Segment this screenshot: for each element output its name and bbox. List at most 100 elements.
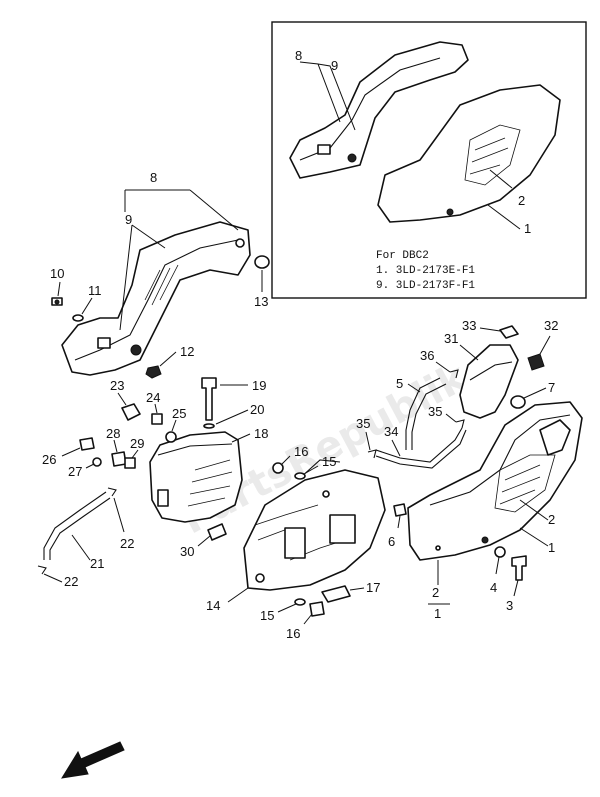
leader-30: [197, 535, 211, 547]
callout-15-top: 15: [322, 454, 336, 469]
leader-34: [391, 439, 401, 457]
callout-19: 19: [252, 378, 266, 393]
inset-callout-8: 8: [295, 48, 302, 63]
callout-7: 7: [548, 380, 555, 395]
inset-leader-2: [489, 169, 513, 189]
left-cover-bracket: [97, 337, 111, 349]
leader-8: [124, 189, 239, 231]
front-arrow-icon: [61, 741, 125, 779]
inset-cover-1-hatch: [469, 137, 509, 175]
leader-31: [459, 344, 479, 361]
right-cover-inner-edge: [429, 414, 571, 506]
reservoir-31-edge: [469, 361, 513, 381]
inset-side-cover-9: [289, 41, 469, 179]
leader-29: [131, 449, 139, 459]
callout-11: 11: [88, 283, 102, 298]
screw-3: [511, 555, 527, 581]
callout-16-bottom: 16: [286, 626, 300, 641]
battery-box-hole: [255, 573, 265, 583]
leader-22b: [43, 573, 63, 583]
hose-34: [375, 427, 463, 463]
inset-cover-1-panel: [464, 124, 521, 186]
callout-4: 4: [490, 580, 497, 595]
cap-32: [527, 353, 545, 371]
leader-7: [523, 387, 547, 399]
left-side-cover-assembly: 13 8 9 10 11 12: [50, 170, 270, 379]
leader-5: [407, 383, 421, 393]
right-side-cover-assembly: 31 32 33 36 5 34 35 35: [356, 318, 583, 621]
right-cover-hatch: [499, 464, 541, 505]
leader-23: [117, 392, 127, 406]
hose-34-edge: [375, 429, 467, 469]
clip-30: [207, 523, 227, 541]
callout-14: 14: [206, 598, 220, 613]
right-side-cover: [407, 401, 583, 561]
stay-17: [321, 585, 351, 603]
leader-15-bottom: [277, 603, 297, 613]
battery-box-bracket: [243, 469, 386, 591]
clip-22b: [37, 565, 47, 575]
leader-21: [71, 534, 91, 561]
right-cover-louvre: [539, 419, 571, 456]
hose-5-edge: [411, 383, 447, 450]
oil-tank-outlet: [157, 489, 169, 507]
washer-15-bottom: [294, 598, 306, 606]
grommet-13: [254, 255, 270, 269]
cap-33: [499, 325, 519, 339]
callout-17: 17: [366, 580, 380, 595]
inset-leader-1: [487, 204, 521, 230]
callout-2-right: 2: [548, 512, 555, 527]
inset-side-cover-1: [377, 84, 561, 223]
callout-1-stack: 1: [434, 606, 441, 621]
leader-32: [539, 335, 551, 355]
inset-frame: [271, 21, 587, 299]
leader-6: [397, 515, 401, 529]
hose-5: [405, 377, 441, 450]
leader-3: [513, 579, 519, 597]
leader-16-top: [281, 455, 291, 465]
washer-11: [72, 314, 84, 322]
nut-12: [145, 365, 162, 379]
inset-callout-2: 2: [518, 193, 525, 208]
gasket-29: [124, 457, 136, 469]
clip-36: [449, 369, 459, 379]
washer-15-top: [294, 472, 306, 480]
leader-14: [227, 587, 249, 603]
leader-28: [113, 439, 118, 453]
callout-20: 20: [250, 402, 264, 417]
left-side-cover: [61, 221, 251, 376]
leader-35a: [365, 431, 371, 451]
battery-box-hole-2: [322, 490, 330, 498]
callout-15-bottom: 15: [260, 608, 274, 623]
leader-25: [171, 419, 177, 432]
callout-25: 25: [172, 406, 186, 421]
leader-22a: [113, 497, 125, 533]
washer-25: [165, 431, 177, 443]
leader-36: [435, 361, 451, 373]
callout-3: 3: [506, 598, 513, 613]
battery-box-slot: [284, 527, 306, 559]
inset-cover-1-hole: [446, 208, 454, 216]
inset-note-line-1: 1. 3LD-2173E-F1: [376, 265, 475, 277]
callout-36: 36: [420, 348, 434, 363]
callout-10: 10: [50, 266, 64, 281]
oil-tank-top-edge: [157, 443, 233, 456]
callout-32: 32: [544, 318, 558, 333]
washer-4: [494, 546, 506, 558]
callout-28: 28: [106, 426, 120, 441]
callout-12: 12: [180, 344, 194, 359]
inset-bracket: [317, 144, 331, 155]
right-cover-panel: [494, 454, 556, 513]
bolt-16-bottom: [309, 601, 325, 617]
leader-20: [215, 409, 249, 425]
callout-24: 24: [146, 390, 160, 405]
clip-35b: [455, 419, 465, 429]
dipstick-19: [201, 377, 217, 421]
clip-22a: [107, 487, 117, 497]
leader-33: [479, 327, 501, 332]
battery-box-window: [329, 514, 356, 544]
inset-grommet: [347, 153, 357, 163]
banjo-bolt-23: [121, 403, 141, 421]
callout-13: 13: [254, 294, 268, 309]
